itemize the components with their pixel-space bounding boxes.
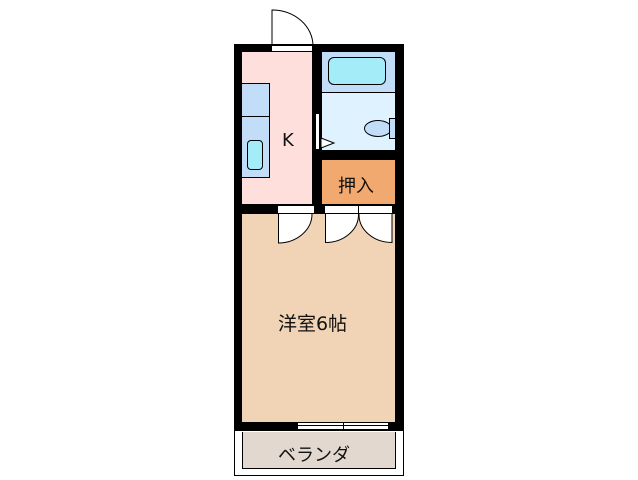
door-direction-icon [320, 137, 336, 149]
toilet-bowl-icon [364, 120, 392, 137]
balcony [242, 432, 396, 469]
balcony-label: ベランダ [278, 445, 350, 466]
room-door-opening [278, 205, 314, 214]
entrance-opening [272, 45, 312, 52]
western-room-label: 洋室6帖 [278, 313, 348, 335]
entrance-door-icon [271, 9, 314, 47]
closet-door-divider [358, 205, 359, 214]
window-meeting-rail [343, 422, 344, 430]
kitchen-sink-icon [247, 140, 263, 170]
bathtub-icon [328, 57, 386, 85]
room-door-swing-icon [278, 214, 313, 244]
western-room [242, 214, 395, 422]
closet-label: 押入 [338, 176, 374, 197]
kitchen-label: K [282, 130, 294, 151]
closet-room [322, 160, 395, 204]
toilet-tank-icon [389, 118, 396, 139]
counter-divider [242, 116, 269, 117]
closet-door-swing-icon [325, 214, 393, 244]
bathroom-door [315, 113, 320, 150]
